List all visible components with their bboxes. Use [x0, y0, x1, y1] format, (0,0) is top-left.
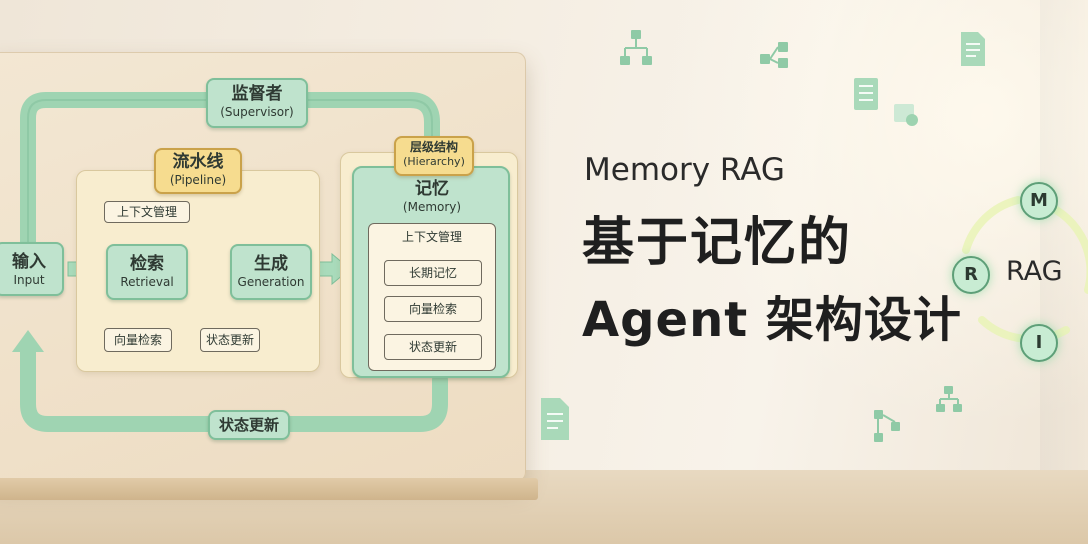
cycle-node-i: I [1020, 324, 1058, 362]
retrieval-node: 检索 Retrieval [106, 244, 188, 300]
supervisor-label: 监督者 [231, 84, 283, 104]
memory-title: 记忆 (Memory) [380, 180, 484, 220]
title-english: Memory RAG [584, 152, 785, 188]
memory-state-update-box: 状态更新 [384, 334, 482, 360]
loop-arrowhead [12, 330, 44, 352]
hierarchy-icon [620, 30, 652, 65]
cycle-node-m: M [1020, 182, 1058, 220]
state-update-label: 状态更新 [218, 416, 279, 434]
state-update-node: 状态更新 [208, 410, 290, 440]
generation-node: 生成 Generation [230, 244, 312, 300]
pipeline-en-label: (Pipeline) [169, 172, 227, 187]
input-node: 输入 Input [0, 242, 64, 296]
rag-center-label: RAG [1006, 256, 1063, 287]
title-chinese-line1: 基于记忆的 [582, 213, 853, 273]
document-icon [961, 32, 985, 66]
memory-vector-search-box: 向量检索 [384, 296, 482, 322]
generation-en-label: Generation [237, 274, 305, 289]
checklist-icon [854, 78, 878, 110]
hierarchy-icon [936, 386, 962, 412]
generation-label: 生成 [254, 254, 288, 274]
supervisor-en-label: (Supervisor) [220, 104, 294, 119]
input-label: 输入 [12, 252, 46, 272]
flowchart-icon [760, 42, 788, 68]
hierarchy-node: 层级结构 (Hierarchy) [394, 136, 474, 176]
supervisor-node: 监督者 (Supervisor) [206, 78, 308, 128]
vector-search-box: 向量检索 [104, 328, 172, 352]
memory-en-label: (Memory) [402, 199, 462, 214]
memory-context-management: 上下文管理 [401, 230, 462, 244]
retrieval-en-label: Retrieval [120, 274, 174, 289]
document-icon [541, 398, 569, 440]
long-term-memory-box: 长期记忆 [384, 260, 482, 286]
memory-label: 记忆 [415, 179, 449, 199]
state-update-small-box: 状态更新 [200, 328, 260, 352]
title-chinese-line2: Agent 架构设计 [582, 292, 962, 348]
pipeline-context-management: 上下文管理 [104, 201, 190, 223]
hierarchy-label: 层级结构 [409, 140, 458, 154]
hierarchy-en-label: (Hierarchy) [403, 155, 465, 169]
pipeline-label: 流水线 [172, 152, 224, 172]
retrieval-label: 检索 [130, 254, 164, 274]
board-base [0, 478, 538, 500]
cycle-node-r: R [952, 256, 990, 294]
input-en-label: Input [13, 272, 45, 287]
flowchart-icon [874, 410, 900, 442]
pipeline-node: 流水线 (Pipeline) [154, 148, 242, 194]
image-icon [894, 104, 918, 126]
